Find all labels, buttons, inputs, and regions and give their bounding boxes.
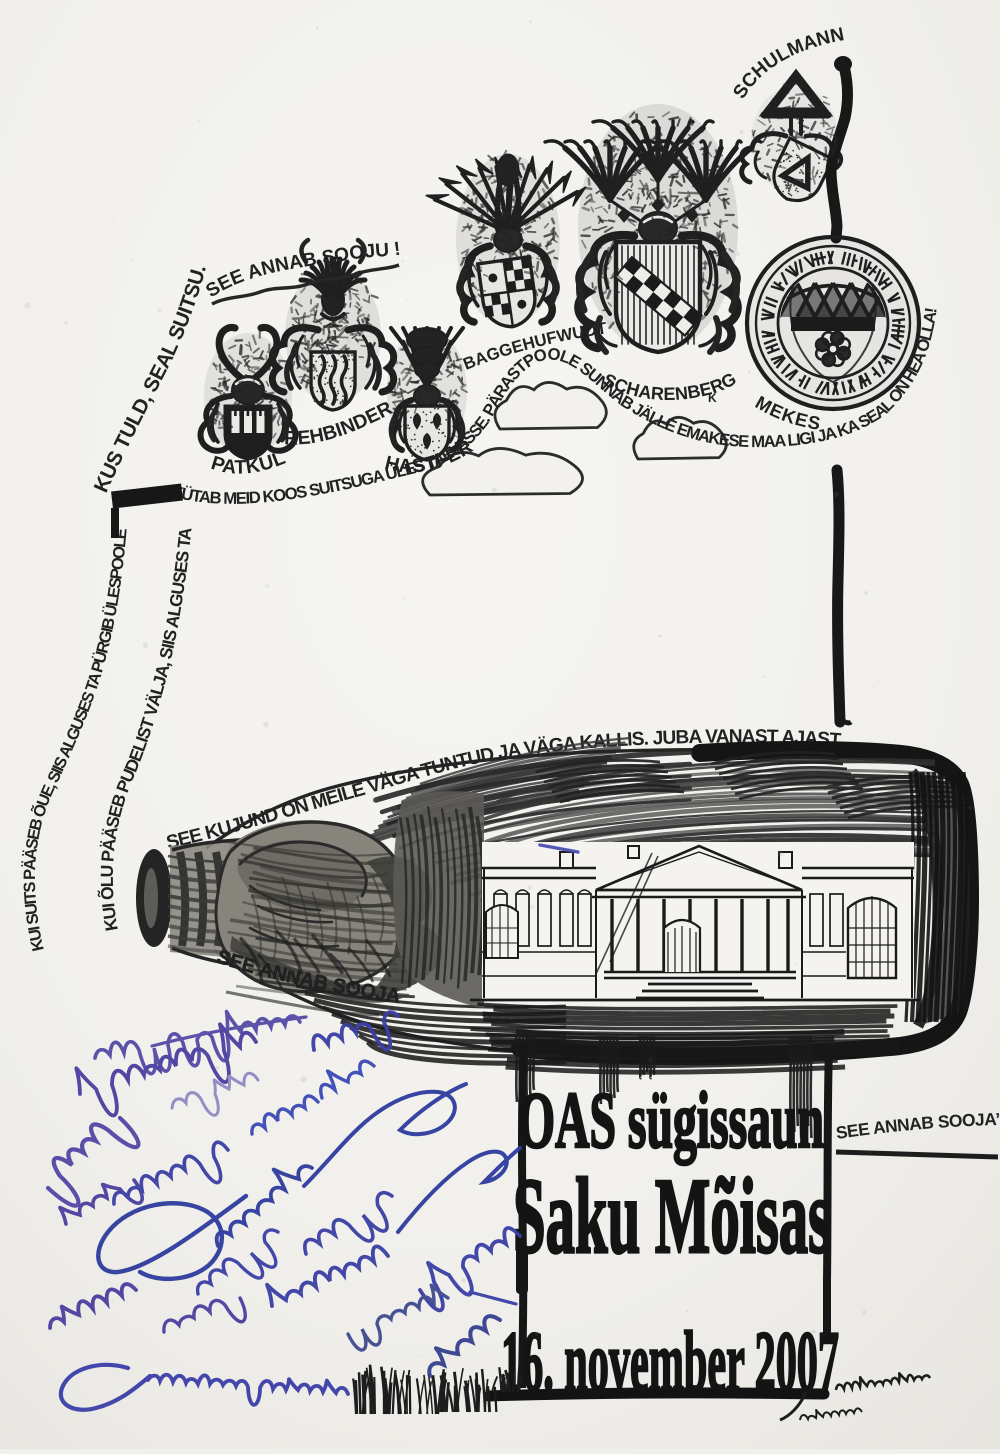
- svg-text:OAS sügissaun: OAS sügissaun: [518, 1077, 824, 1165]
- svg-text:16. november 2007: 16. november 2007: [501, 1313, 839, 1409]
- svg-text:K: K: [708, 391, 717, 405]
- svg-text:Saku Mõisas: Saku Mõisas: [513, 1157, 831, 1276]
